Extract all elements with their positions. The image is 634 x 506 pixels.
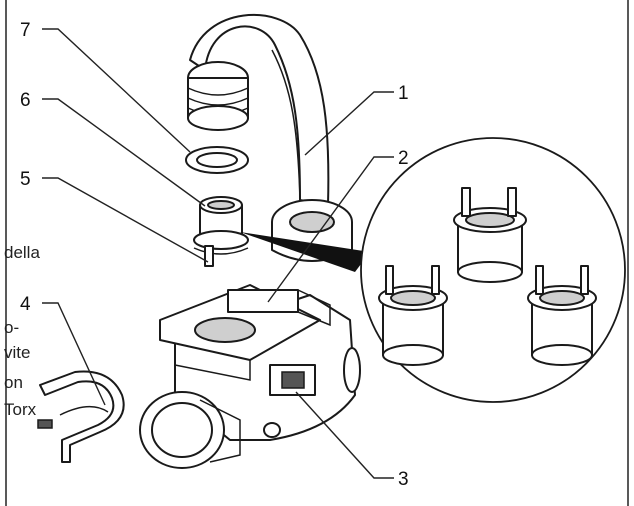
callout-4: 4 (20, 294, 31, 315)
part-3-valve-body (139, 284, 361, 469)
leader-7 (42, 28, 191, 153)
callout-1: 1 (398, 83, 409, 104)
side-text-vite: vite (4, 343, 30, 362)
part-7-gasket-ring (185, 146, 249, 174)
detail-clip-top (453, 187, 527, 283)
leader-2 (267, 156, 394, 303)
leader-6 (42, 98, 206, 207)
leader-5 (42, 177, 209, 263)
side-text-o: o- (4, 318, 19, 337)
magnified-detail (360, 137, 626, 403)
leader-4 (42, 302, 106, 406)
detail-clip-left (378, 265, 448, 366)
leader-3 (295, 391, 394, 479)
side-text-della: della (4, 243, 40, 262)
detail-clip-right (527, 265, 597, 366)
part-4-u-clip (37, 370, 125, 463)
part-6-sleeve (193, 196, 249, 267)
side-text-on: on (4, 373, 23, 392)
leader-1 (304, 91, 394, 156)
callout-2: 2 (398, 148, 409, 169)
side-text-torx: Torx (4, 400, 37, 419)
part-1-bent-pipe (187, 14, 353, 262)
callout-6: 6 (20, 90, 31, 111)
callout-5: 5 (20, 169, 31, 190)
callout-7: 7 (20, 20, 31, 41)
callout-3: 3 (398, 469, 409, 490)
